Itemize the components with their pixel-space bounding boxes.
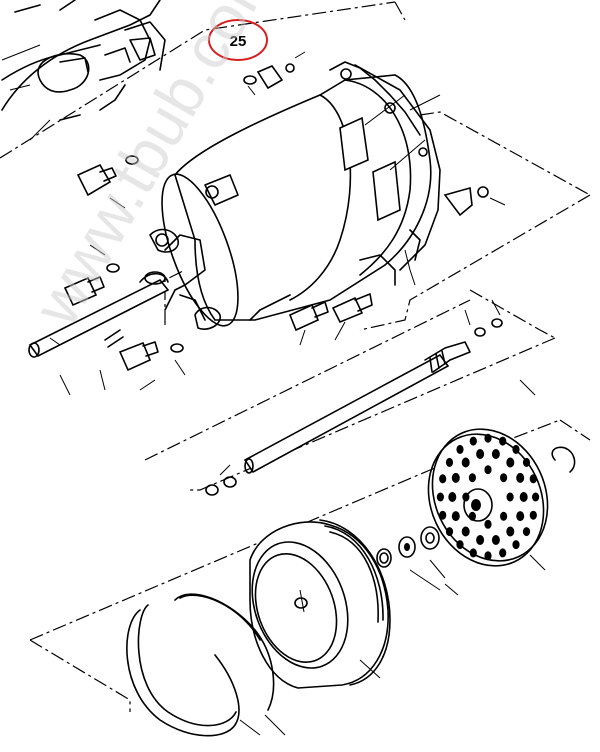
disc-hole [469,548,477,558]
main-housing [149,61,441,330]
disc-hole [484,519,492,529]
disc-hole [516,472,525,483]
disc-hole [512,444,520,454]
disc-hole [445,527,454,537]
disc-holes [436,433,540,561]
middle-bolts [288,293,373,346]
disc-hole [456,444,464,454]
disc-hole [532,492,540,502]
disc-hole [436,492,444,502]
disc-hole [439,510,447,520]
disc-hole [499,436,507,446]
disc-hole [448,492,457,502]
top-fittings [243,51,306,96]
disc-hole [451,472,460,483]
disc-hole [491,449,500,459]
aircraft-inset [1,0,166,121]
disc-hole [456,540,464,550]
callout-circle [208,19,268,61]
disc-hole [484,551,492,561]
drum [249,519,391,689]
disc-hole [516,511,525,522]
disc-hole [462,492,470,502]
disc-hole [500,473,508,483]
disc-hole [506,526,515,537]
callout-number: 25 [230,33,247,50]
long-shaft [28,271,170,358]
perforated-disc [427,428,549,571]
disc-hole [491,535,500,545]
disc-hole [529,510,537,520]
disc-hole [522,457,531,467]
disc-hole [499,548,507,558]
washers [376,446,576,591]
leader-lines [29,94,536,596]
disc-hole [468,473,476,483]
disc-hole [439,474,447,484]
disc-hole [461,526,470,537]
disc-hole [484,465,492,475]
retaining-rings [126,593,286,737]
drive-shaft [205,299,503,496]
disc-hole [476,449,485,459]
disc-hole [484,433,492,443]
housing-pads [339,116,401,222]
disc-hole [522,527,531,537]
right-small-fittings [443,186,506,217]
callout-25: 25 [208,19,268,61]
disc-hole [445,457,454,467]
disc-hole [461,457,470,468]
disc-hole [469,436,477,446]
disc-hole [506,492,514,502]
left-fittings [63,155,184,391]
disc-hole [519,492,528,502]
disc-hole [476,535,485,545]
disc-hole [512,540,520,550]
disc-hole [529,474,537,484]
disc-hole [451,511,460,522]
disc-hole [500,511,508,521]
disc-hole [506,457,515,468]
disc-hole [468,511,476,521]
